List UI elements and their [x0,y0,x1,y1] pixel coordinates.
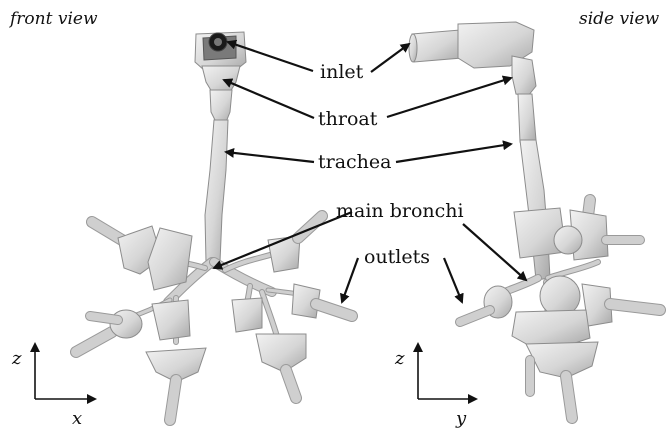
front-z-axis-label: z [11,348,22,369]
side-view-label: side view [579,9,660,29]
front-throat [202,66,240,122]
side-axes: z y [394,344,476,429]
arrow-throat-front [224,80,314,118]
arrow-outlets-side [444,258,462,302]
arrow-outlets-front [342,258,358,302]
side-outlets [460,200,660,418]
front-inlet [195,32,246,70]
front-view-model [76,32,352,420]
side-y-axis-label: y [455,408,467,429]
side-throat [512,56,536,142]
arrow-throat-side [387,78,511,117]
front-trachea [205,120,228,262]
front-view-label: front view [8,9,98,29]
main-bronchi-label: main bronchi [336,200,464,222]
trachea-label: trachea [318,151,392,173]
front-axes: z x [11,344,95,429]
arrow-trachea-side [396,144,511,162]
throat-label: throat [318,108,378,130]
arrow-trachea-front [226,152,314,162]
inlet-label: inlet [320,61,364,83]
front-x-axis-label: x [72,408,82,429]
arrow-inlet-side [371,44,409,72]
side-z-axis-label: z [394,348,405,369]
outlets-label: outlets [364,246,430,268]
